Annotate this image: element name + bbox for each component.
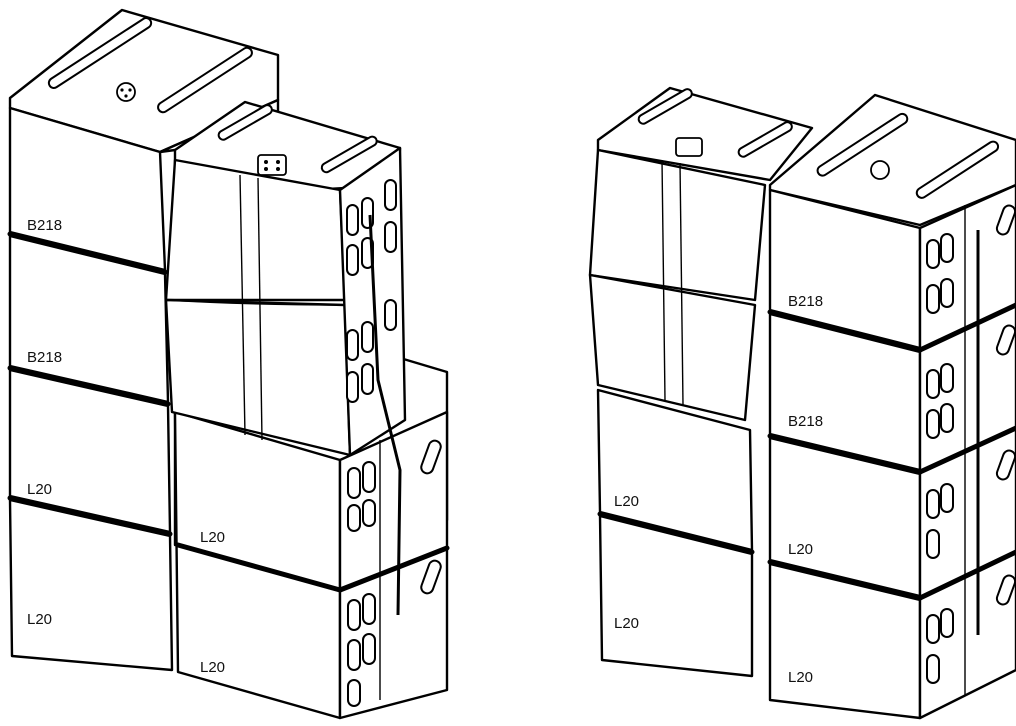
label-l20-right-lower: L20 (200, 659, 225, 676)
label-right-l20-left-lower: L20 (614, 615, 639, 632)
label-l20-right-upper: L20 (200, 529, 225, 546)
side-grip-slots (347, 439, 442, 707)
label-b218-lower: B218 (27, 349, 62, 366)
label-l20-left-upper: L20 (27, 481, 52, 498)
label-right-b218-lower: B218 (788, 413, 823, 430)
label-right-b218-upper: B218 (788, 293, 823, 310)
left-speaker-stack: B218 B218 L20 L20 L20 L20 (7, 8, 450, 720)
label-right-l20-right-upper: L20 (788, 541, 813, 558)
right-side-grip-slots (926, 204, 1016, 684)
label-b218-upper: B218 (27, 217, 62, 234)
label-right-l20-right-lower: L20 (788, 669, 813, 686)
right-speaker-stack: B218 B218 L20 L20 L20 L20 (588, 86, 1016, 720)
left-line-array (164, 100, 407, 616)
right-column-left (588, 86, 814, 678)
right-column-right (767, 93, 1016, 720)
label-l20-left-lower: L20 (27, 611, 52, 628)
label-right-l20-left-upper: L20 (614, 493, 639, 510)
